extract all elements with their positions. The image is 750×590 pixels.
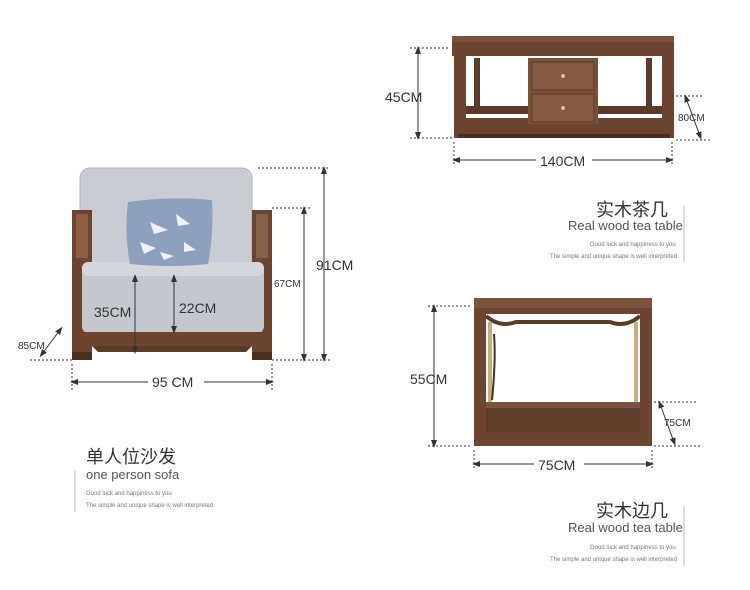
- tea-table-depth-label: 80CM: [678, 113, 705, 124]
- sofa-title-cn: 单人位沙发: [86, 447, 176, 468]
- sofa-seat-height-label: 35CM: [94, 304, 132, 320]
- side-table-image: [474, 298, 652, 446]
- side-table-tagline-2: The simple and unique shape is well inte…: [550, 557, 678, 563]
- sofa-height-label: 91CM: [316, 257, 354, 273]
- sofa-image: [72, 167, 272, 360]
- sofa-cushion-height-label: 22CM: [179, 300, 217, 316]
- tea-table-image: [452, 36, 674, 138]
- side-table-depth-label: 75CM: [664, 418, 691, 429]
- sofa-depth-label: 85CM: [18, 341, 45, 352]
- tea-table-width-label: 140CM: [540, 153, 586, 169]
- side-table-tagline-1: Good luck and happiness to you: [590, 545, 676, 551]
- side-table-title-en: Real wood tea table: [568, 520, 683, 535]
- side-table-dimension-lines: [428, 304, 700, 470]
- side-table-height-label: 55CM: [410, 371, 448, 387]
- tea-table-title-cn: 实木茶几: [596, 200, 668, 221]
- side-table-width-label: 75CM: [538, 457, 576, 473]
- sofa-width-label: 95 CM: [152, 374, 194, 390]
- sofa-arm-height-label: 67CM: [274, 279, 301, 290]
- sofa-tagline-1: Good luck and happiness to you: [86, 491, 172, 497]
- sofa-dimension-lines: [30, 166, 330, 390]
- sofa-title-en: one person sofa: [86, 467, 180, 482]
- tea-table-title-en: Real wood tea table: [568, 218, 683, 233]
- tea-table-height-label: 45CM: [385, 89, 423, 105]
- tea-table-dimension-lines: [410, 46, 712, 166]
- side-table-title-cn: 实木边几: [596, 501, 668, 522]
- tea-table-tagline-1: Good luck and happiness to you: [590, 242, 676, 248]
- tea-table-tagline-2: The simple and unique shape is well inte…: [550, 254, 678, 260]
- sofa-tagline-2: The simple and unique shape is well inte…: [86, 503, 214, 509]
